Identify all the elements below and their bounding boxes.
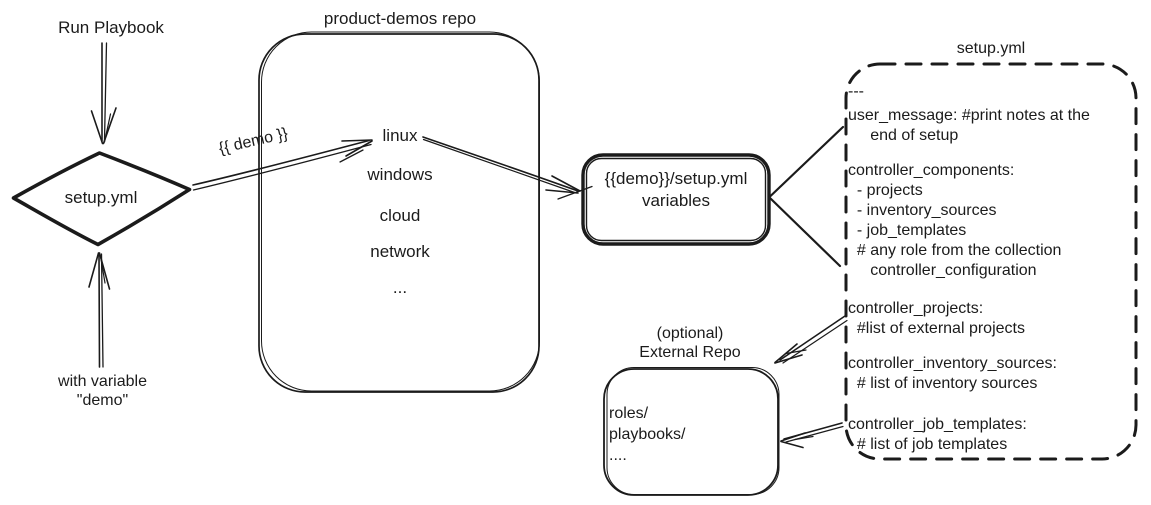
variables-box-shape [581, 153, 771, 246]
setup-yml-dashed-box-shape [844, 62, 1138, 461]
external-repo-title: (optional) External Repo [639, 325, 741, 361]
repo-item-network: network [370, 242, 430, 261]
variables-box-label: {{demo}}/setup.yml variables [604, 169, 748, 210]
setup-diamond-shape [11, 151, 192, 247]
repo-title: product-demos repo [323, 9, 477, 28]
arrow-with-variable [88, 252, 111, 368]
arrow-run-playbook [90, 42, 117, 145]
repo-box-shape [258, 31, 540, 393]
repo-item-cloud: cloud [379, 206, 421, 225]
external-repo-box-shape [603, 367, 780, 496]
arrow-setup-to-external-bottom [780, 422, 844, 449]
repo-item-windows: windows [367, 165, 433, 184]
repo-item-linux: linux [382, 126, 418, 145]
setup-diamond-label: setup.yml [64, 188, 138, 207]
yaml-controller-components: controller_components: - projects - inve… [848, 162, 1062, 279]
yaml-controller-inventory-sources: controller_inventory_sources: # list of … [848, 355, 1057, 392]
with-variable-label: with variable "demo" [58, 373, 147, 409]
yaml-user-message: user_message: #print notes at the end of… [848, 107, 1090, 144]
arrow-setup-to-external-top [774, 315, 848, 364]
yaml-doc-start: --- [848, 83, 864, 100]
yaml-controller-job-templates: controller_job_templates: # list of job … [848, 416, 1027, 453]
arrow-demo [192, 139, 373, 191]
external-repo-content: roles/ playbooks/ .... [609, 405, 686, 464]
connector-variables-to-setup-bottom [768, 196, 842, 268]
connector-variables-to-setup-top [768, 125, 845, 198]
run-playbook-label: Run Playbook [58, 18, 164, 37]
setup-yml-title: setup.yml [956, 40, 1026, 57]
arrow-linux-to-variables [422, 136, 593, 200]
repo-item-ellipsis: ... [392, 278, 408, 297]
yaml-controller-projects: controller_projects: #list of external p… [848, 300, 1025, 337]
